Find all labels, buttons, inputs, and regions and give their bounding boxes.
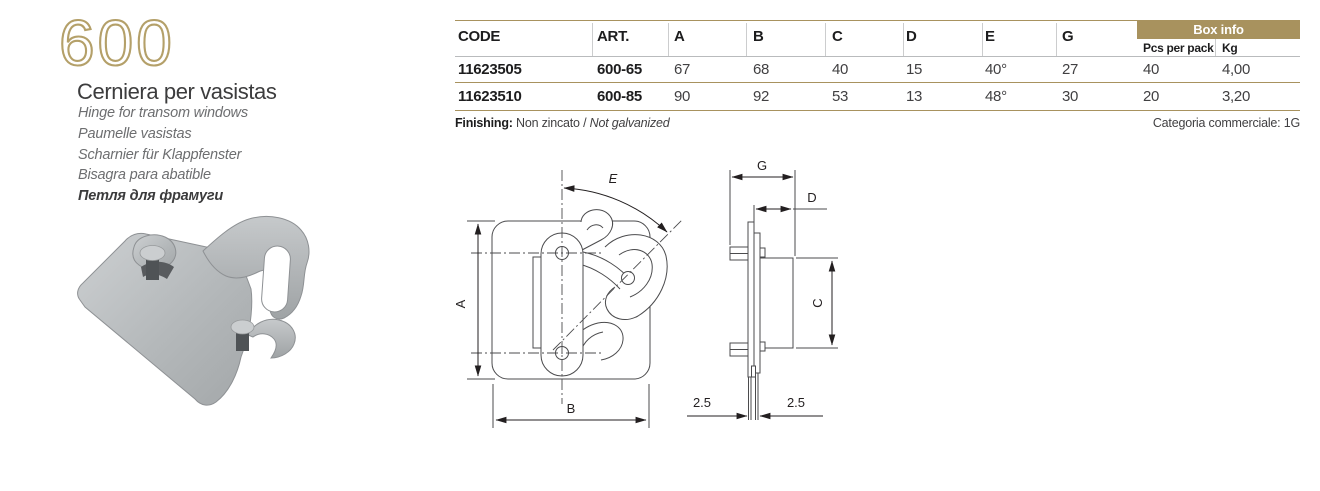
diagonal-centerline bbox=[552, 219, 683, 351]
series-number: 600 bbox=[58, 8, 175, 74]
left-offset-label: 2.5 bbox=[693, 395, 711, 410]
translation-ru: Петля для фрамуги bbox=[78, 188, 224, 205]
cell-b: 68 bbox=[753, 61, 770, 78]
row-rule bbox=[455, 82, 1300, 83]
column-header-kg: Kg bbox=[1222, 41, 1238, 55]
dimension-label-a: A bbox=[453, 299, 468, 308]
cell-art: 600-65 bbox=[597, 61, 642, 78]
translation-de: Scharnier für Klappfenster bbox=[78, 146, 242, 163]
category-note: Categoria commerciale: 1G bbox=[1152, 116, 1300, 130]
dimension-c-extensions bbox=[796, 257, 838, 349]
column-header-art: ART. bbox=[597, 28, 630, 45]
finishing-label: Finishing: bbox=[455, 116, 513, 130]
hook-block-profile bbox=[759, 257, 794, 349]
cell-a: 67 bbox=[674, 61, 691, 78]
column-separator bbox=[1215, 39, 1216, 56]
series-number-text: 600 bbox=[59, 8, 175, 74]
dimension-label-d: D bbox=[807, 190, 816, 205]
column-header-pcs: Pcs per pack bbox=[1143, 41, 1214, 55]
cell-e: 48° bbox=[985, 88, 1007, 105]
spec-table: Box info CODE ART. A B C D E G Pcs per p… bbox=[455, 20, 1300, 160]
hook-pivot-hole bbox=[621, 271, 635, 285]
dimension-g-extensions bbox=[729, 170, 796, 256]
upper-stud-tip bbox=[759, 247, 766, 258]
box-info-header: Box info bbox=[1137, 20, 1300, 39]
side-view-drawing: G D C 2.5 2.5 bbox=[687, 158, 838, 420]
product-translations: Hinge for transom windows Paumelle vasis… bbox=[78, 103, 248, 207]
upper-stud-cap bbox=[139, 245, 166, 261]
column-header-d: D bbox=[906, 28, 917, 45]
hinge-plate-shape bbox=[77, 232, 253, 406]
dimension-b-extensions bbox=[492, 384, 650, 428]
cell-pcs: 40 bbox=[1143, 61, 1160, 78]
mount-plate-profile bbox=[747, 221, 755, 378]
table-footnotes: Finishing: Non zincato / Not galvanized … bbox=[455, 116, 1300, 130]
hook-mouth-slot bbox=[261, 245, 291, 313]
header-rule bbox=[455, 56, 1300, 57]
right-offset-label: 2.5 bbox=[787, 395, 805, 410]
cell-pcs: 20 bbox=[1143, 88, 1160, 105]
cell-g: 27 bbox=[1062, 61, 1079, 78]
column-header-a: A bbox=[674, 28, 685, 45]
product-photo bbox=[77, 216, 310, 406]
inner-plate-profile bbox=[753, 232, 761, 374]
plate-step bbox=[751, 365, 756, 378]
cell-code: 11623510 bbox=[458, 88, 522, 105]
translation-fr: Paumelle vasistas bbox=[78, 125, 192, 142]
dimension-label-c: C bbox=[810, 298, 825, 307]
cell-kg: 3,20 bbox=[1222, 88, 1250, 105]
cell-d: 15 bbox=[906, 61, 923, 78]
column-header-e: E bbox=[985, 28, 995, 45]
dimension-label-e: E bbox=[609, 171, 618, 186]
dimension-label-b: B bbox=[567, 401, 576, 416]
column-header-code: CODE bbox=[458, 28, 501, 45]
column-separator bbox=[903, 23, 904, 56]
dimension-a-extensions bbox=[467, 220, 495, 380]
cell-g: 30 bbox=[1062, 88, 1079, 105]
column-header-b: B bbox=[753, 28, 764, 45]
cell-code: 11623505 bbox=[458, 61, 522, 78]
finishing-note: Finishing: Non zincato / Not galvanized bbox=[455, 116, 670, 130]
cell-a: 90 bbox=[674, 88, 691, 105]
lower-stud-tip bbox=[759, 341, 766, 352]
edge-tab-outline bbox=[532, 256, 542, 349]
cell-e: 40° bbox=[985, 61, 1007, 78]
dimension-e-arc bbox=[563, 185, 668, 233]
column-separator bbox=[1056, 23, 1057, 56]
cell-kg: 4,00 bbox=[1222, 61, 1250, 78]
translation-en: Hinge for transom windows bbox=[78, 105, 248, 121]
finishing-value: Non zincato / bbox=[512, 116, 590, 130]
table-bottom-rule bbox=[455, 110, 1300, 111]
hinge-lower-hook bbox=[247, 318, 296, 359]
column-separator bbox=[592, 23, 593, 56]
lower-stud-cap bbox=[230, 319, 255, 335]
dimension-d-extensions bbox=[753, 205, 827, 233]
column-header-c: C bbox=[832, 28, 843, 45]
column-separator bbox=[668, 23, 669, 56]
column-separator bbox=[982, 23, 983, 56]
dimension-label-g: G bbox=[757, 158, 767, 173]
front-view-drawing: E A B bbox=[453, 170, 683, 428]
cell-art: 600-85 bbox=[597, 88, 642, 105]
column-separator bbox=[746, 23, 747, 56]
translation-es: Bisagra para abatible bbox=[78, 167, 211, 184]
cell-d: 13 bbox=[906, 88, 923, 105]
right-hook-inner bbox=[618, 249, 653, 298]
table-top-rule bbox=[455, 20, 1300, 21]
finishing-value-italic: Not galvanized bbox=[589, 116, 670, 130]
cell-c: 40 bbox=[832, 61, 849, 78]
column-header-g: G bbox=[1062, 28, 1074, 45]
right-hook-outline bbox=[604, 234, 668, 320]
plate-thickness-lines bbox=[748, 373, 759, 420]
cell-c: 53 bbox=[832, 88, 849, 105]
product-title: Cerniera per vasistas bbox=[77, 79, 277, 104]
cell-b: 92 bbox=[753, 88, 770, 105]
column-separator bbox=[825, 23, 826, 56]
